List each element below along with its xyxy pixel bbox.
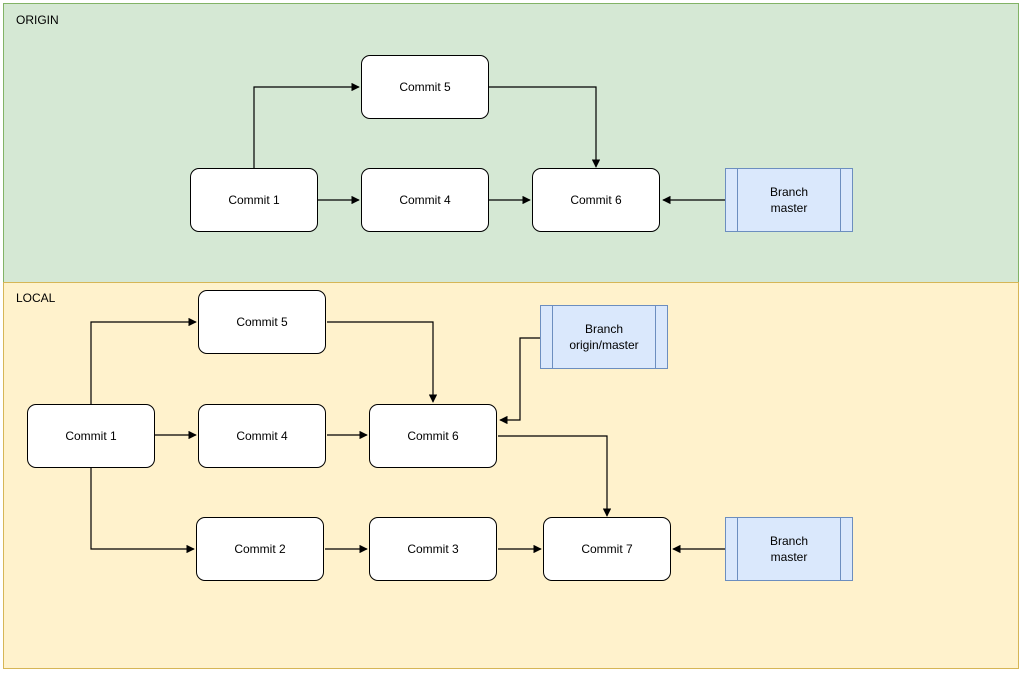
origin-region-title: ORIGIN [16,13,59,27]
local-commit-2[interactable]: Commit 2 [196,517,324,581]
local-branch-origin-master-line2: origin/master [569,338,639,352]
origin-branch-master[interactable]: Branch master [725,168,853,232]
local-branch-master[interactable]: Branch master [725,517,853,581]
local-commit-6[interactable]: Commit 6 [369,404,497,468]
local-branch-origin-master-line1: Branch [584,321,623,336]
local-commit-3[interactable]: Commit 3 [369,517,497,581]
local-region: LOCAL [3,282,1019,669]
local-region-title: LOCAL [16,291,56,305]
origin-branch-master-line2: master [770,201,808,215]
local-branch-master-line1: Branch [769,533,809,548]
local-branch-master-line2: master [770,550,808,564]
local-commit-1[interactable]: Commit 1 [27,404,155,468]
local-branch-origin-master[interactable]: Branch origin/master [540,305,668,369]
origin-commit-4[interactable]: Commit 4 [361,168,489,232]
origin-branch-master-line1: Branch [769,184,809,199]
origin-commit-1[interactable]: Commit 1 [190,168,318,232]
local-commit-7[interactable]: Commit 7 [543,517,671,581]
origin-commit-5[interactable]: Commit 5 [361,55,489,119]
local-commit-4[interactable]: Commit 4 [198,404,326,468]
origin-region: ORIGIN [3,3,1019,283]
local-commit-5[interactable]: Commit 5 [198,290,326,354]
origin-commit-6[interactable]: Commit 6 [532,168,660,232]
